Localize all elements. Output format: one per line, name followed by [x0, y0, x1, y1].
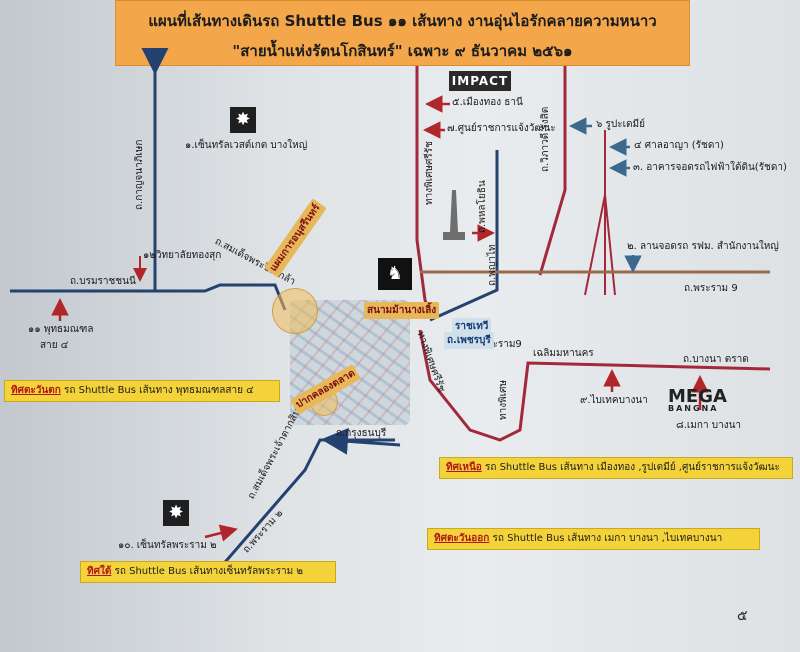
central-westgate-logo-icon: ✸: [230, 107, 256, 133]
stop-9: ๙.ไบเทคบางนา: [580, 395, 648, 406]
route-phahonyothin: [429, 150, 499, 322]
tag-phetchaburi: ถ.เพชรบุรี: [444, 332, 494, 349]
stop-6: ๖ รูปะเตมีย์: [596, 119, 645, 130]
highlight-circle: [272, 288, 318, 334]
road-chaloem-mahanakhon: เฉลิมมหานคร: [533, 348, 594, 359]
road-thang-phiset-3: ทางพิเศษ: [498, 379, 509, 420]
road-krung-thonburi: ถ.กรุงธนบุรี: [336, 428, 387, 439]
stop-5: ๕.เมืองทอง ธานี: [452, 97, 523, 108]
stop-7: ๗.ศูนย์ราชการแจ้งวัฒนะ: [447, 123, 556, 134]
page-number: ๕: [737, 608, 748, 624]
stop-2: ๒. ลานจอดรถ รฟม. สำนักงานใหญ่: [627, 241, 779, 252]
impact-logo: IMPACT: [449, 71, 511, 91]
tag-ratchathewi: ราชเทวี: [452, 318, 492, 335]
stop-11-line: สาย ๔: [40, 340, 69, 351]
legend-north-text: รถ Shuttle Bus เส้นทาง เมืองทอง ,รูปเตมี…: [481, 462, 780, 473]
legend-east: ทิศตะวันออก รถ Shuttle Bus เส้นทาง เมกา …: [427, 528, 760, 550]
road-bangna-trat: ถ.บางนา ตราด: [683, 354, 749, 365]
legend-west: ทิศตะวันตก รถ Shuttle Bus เส้นทาง พุทธมณ…: [4, 380, 280, 402]
legend-east-key: ทิศตะวันออก: [434, 533, 490, 544]
legend-north: ทิศเหนือ รถ Shuttle Bus เส้นทาง เมืองทอง…: [439, 457, 793, 479]
legend-north-key: ทิศเหนือ: [446, 462, 482, 473]
tag-sanam-luang: สนามม้านางเลิ้ง: [364, 302, 440, 319]
road-kanchanaphisek: ถ.กาญจนาภิเษก: [134, 139, 145, 210]
mega-logo-text: MEGA: [668, 386, 727, 407]
legend-east-text: รถ Shuttle Bus เส้นทาง เมกา บางนา ,ไบเทค…: [489, 533, 723, 544]
route-east: [418, 329, 771, 442]
title-line-2: "สายน้ำแห่งรัตนโกสินทร์" เฉพาะ ๙ ธันวาคม…: [232, 42, 573, 60]
road-boromratchachonnani: ถ.บรมราชชนนี: [70, 276, 136, 287]
mega-logo-sub: BANGNA: [668, 404, 719, 413]
legend-south: ทิศใต้ รถ Shuttle Bus เส้นทางเซ็นทรัลพระ…: [80, 561, 336, 583]
map-title: แผนที่เส้นทางเดินรถ Shuttle Bus ๑๑ เส้นท…: [115, 0, 690, 66]
road-phahonyothin: ถ.พหลโยธิน: [477, 180, 488, 233]
legend-west-text: รถ Shuttle Bus เส้นทาง พุทธมณฑลสาย ๔: [60, 385, 254, 396]
legend-west-key: ทิศตะวันตก: [11, 385, 61, 396]
route-vibhavadi: [538, 66, 567, 276]
stop-8: ๘.เมกา บางนา: [676, 420, 742, 431]
road-rama9: ถ.พระราม 9: [684, 283, 738, 294]
title-line-1: แผนที่เส้นทางเดินรถ Shuttle Bus ๑๑ เส้นท…: [148, 12, 657, 30]
route-krungthonburi: [321, 427, 401, 455]
monument-icon: [443, 190, 465, 240]
stop-10: ๑๐. เซ็นทรัลพระราม ๒: [118, 540, 217, 551]
route-ratchada: [584, 130, 616, 296]
legend-south-key: ทิศใต้: [87, 566, 112, 577]
route-west: [10, 283, 287, 311]
stop-3: ๓. อาคารจอดรถไฟฟ้าใต้ดิน(รัชดา): [633, 162, 787, 173]
horse-icon: ♞: [378, 258, 412, 290]
arrow-stop10: [204, 524, 238, 542]
stop-4: ๔ ศาลอาญา (รัชดา): [634, 140, 724, 151]
road-phayathai: ถ.พญาไท: [487, 244, 498, 286]
central-rama2-logo-icon: ✸: [163, 500, 189, 526]
route-south: [218, 438, 395, 569]
road-vibhavadi: ถ.วิภาวดี รังสิต: [540, 106, 551, 172]
road-thang-phiset-1: ทางพิเศษศรีรัช: [424, 141, 435, 205]
stop-11: ๑๑ พุทธมณฑล: [28, 324, 94, 335]
stop-12: ๑๒วิทยาลัยทองสุก: [143, 250, 222, 261]
stop-1: ๑.เซ็นทรัลเวสต์เกต บางใหญ่: [185, 140, 308, 151]
legend-south-text: รถ Shuttle Bus เส้นทางเซ็นทรัลพระราม ๒: [111, 566, 303, 577]
